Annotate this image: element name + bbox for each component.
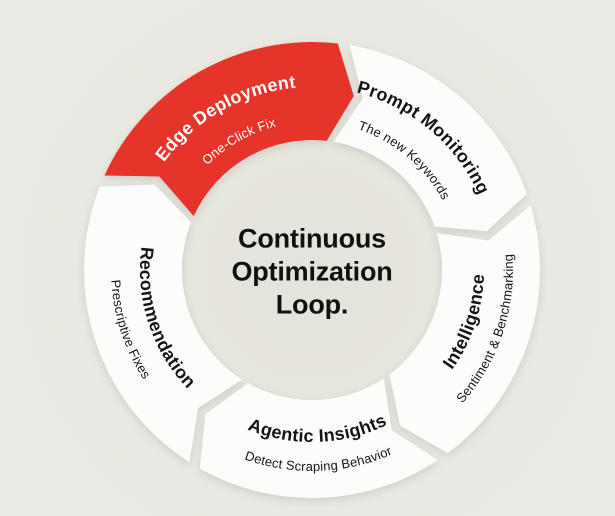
center-title-line: Loop. [275,289,349,320]
segment-agentic-insights [199,378,438,498]
segment-prompt-monitoring [333,45,527,232]
segment-intelligence [389,205,541,454]
segment-shapes-layer [83,42,541,498]
center-title-line: Optimization [231,256,393,287]
diagram-center-title: Continuous Optimization Loop. [182,223,442,322]
center-title-line: Continuous [238,223,386,254]
segment-edge-deployment [104,42,354,217]
segment-recommendation [83,184,243,463]
